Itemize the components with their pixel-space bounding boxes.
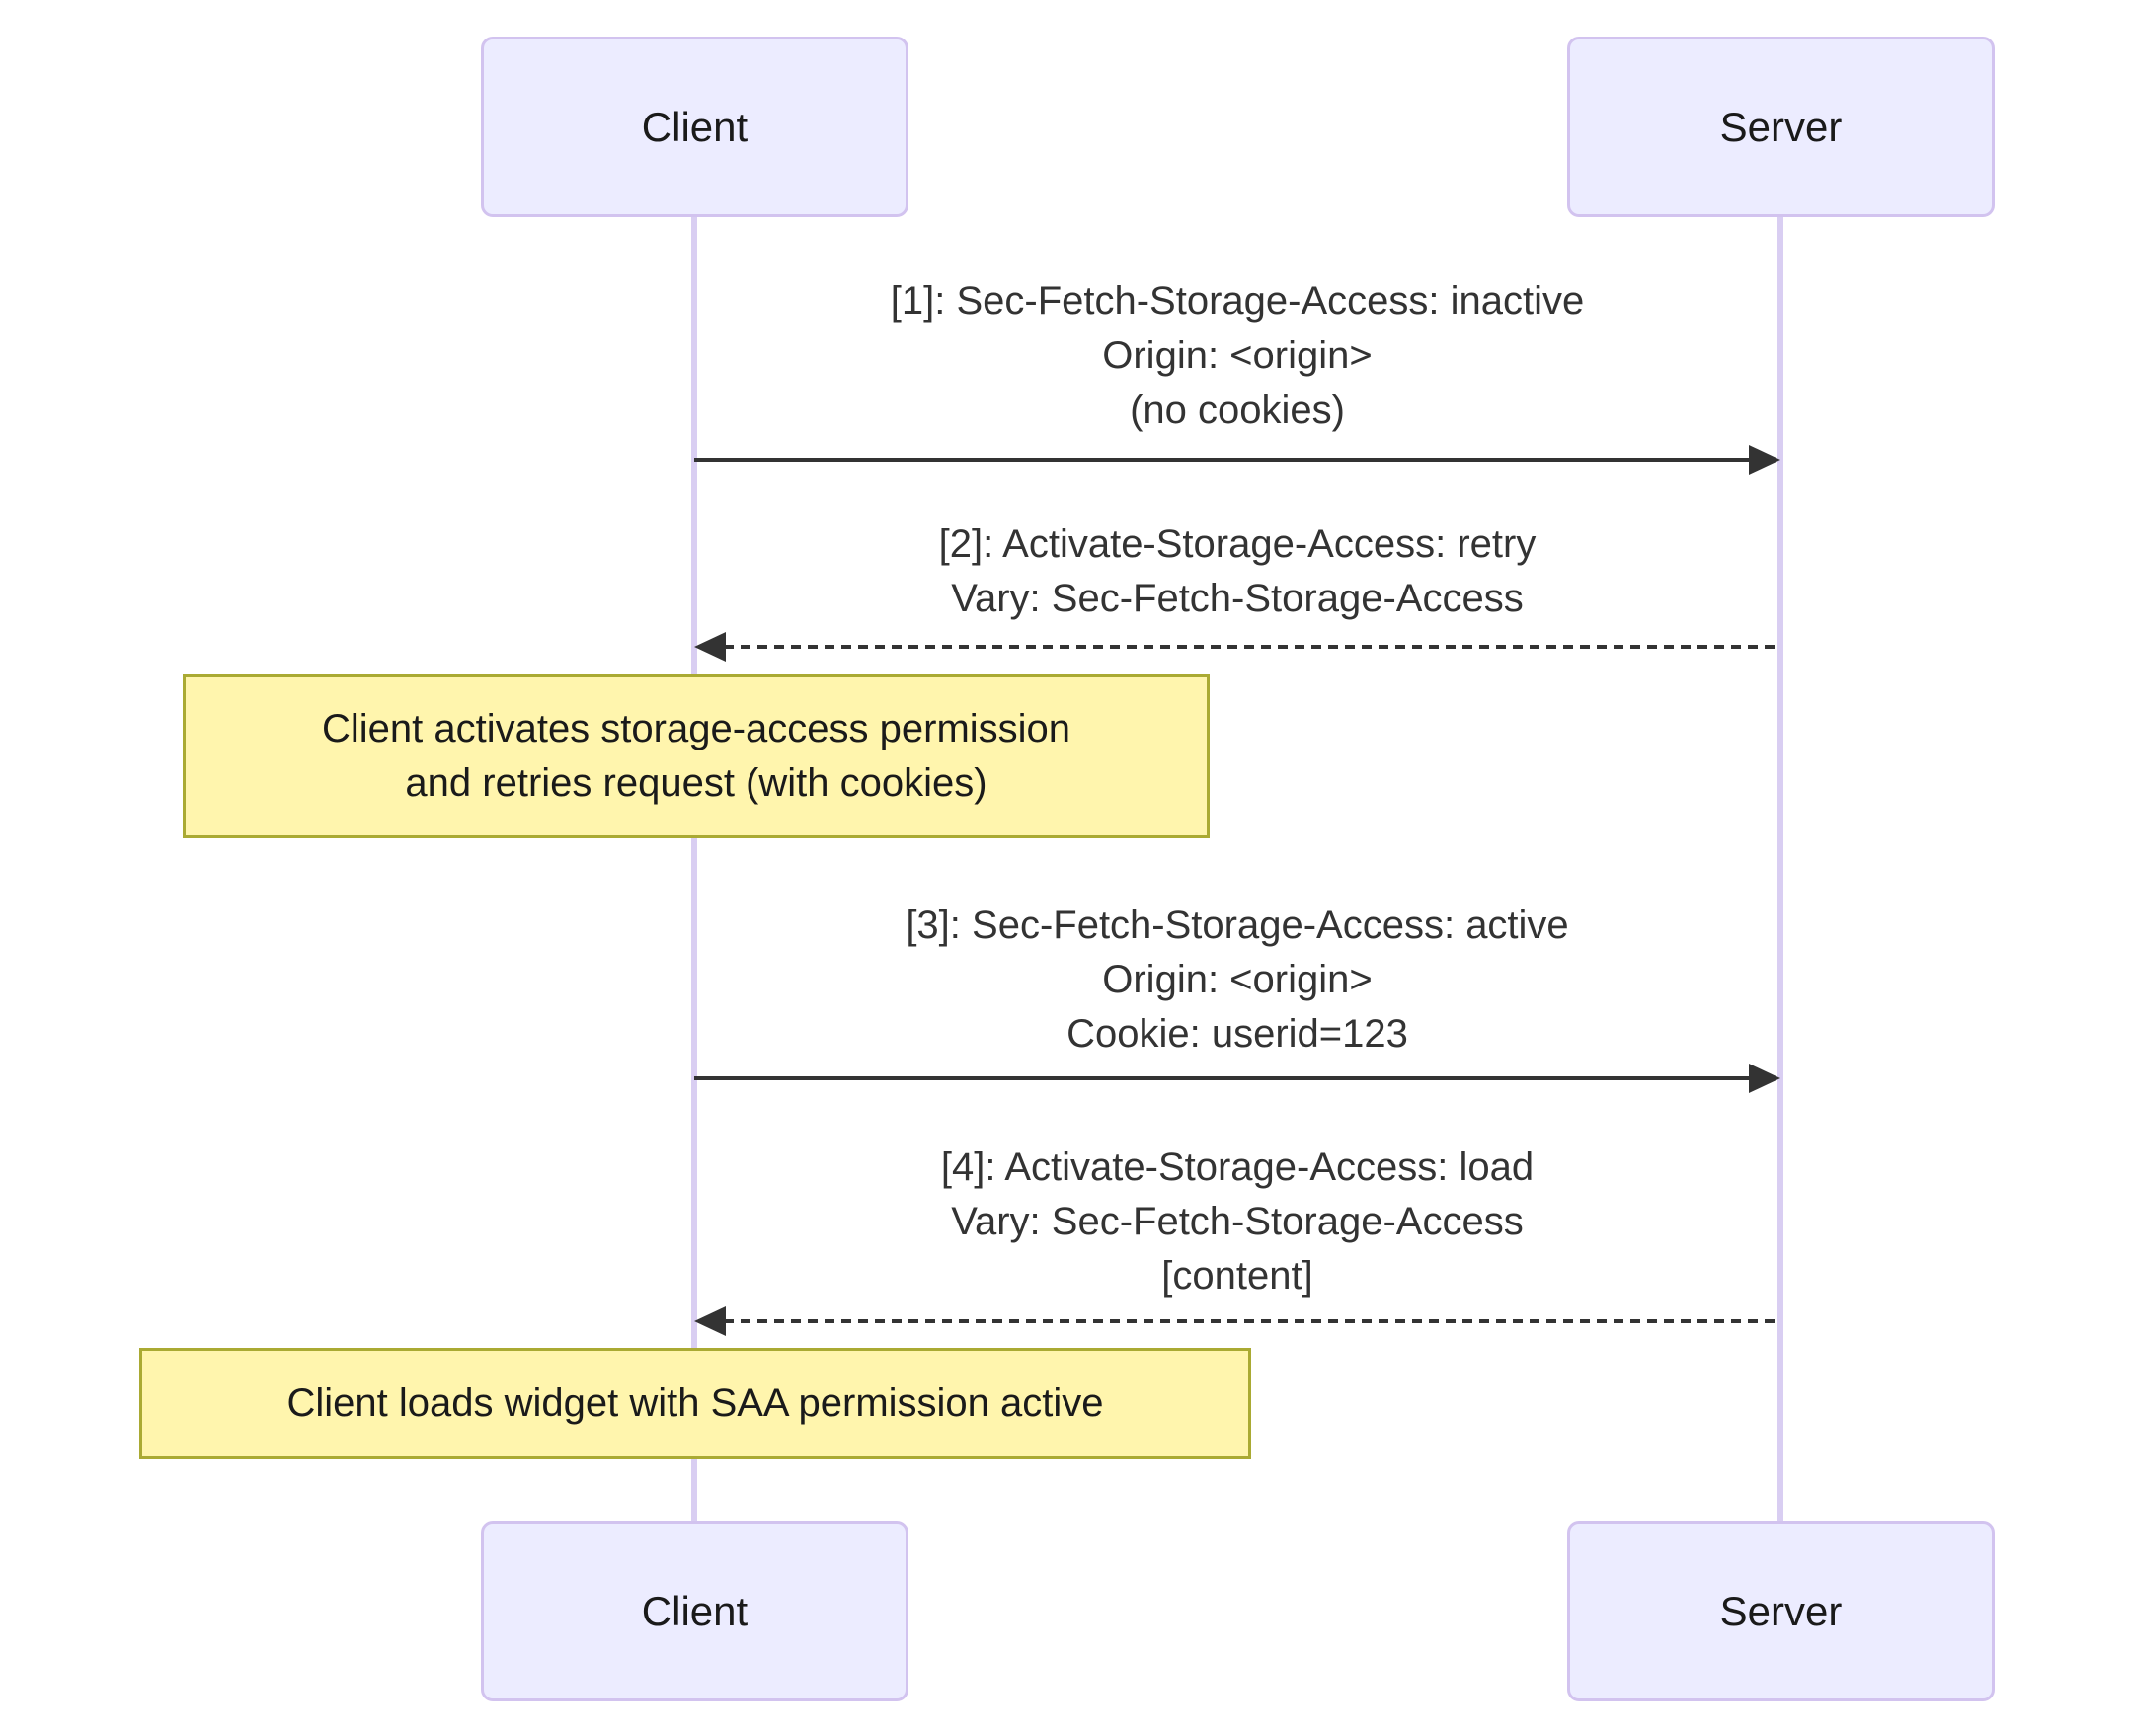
message-1-line-1: [1]: Sec-Fetch-Storage-Access: inactive [890, 279, 1585, 323]
message-1-text: [1]: Sec-Fetch-Storage-Access: inactive … [694, 275, 1780, 437]
message-1-arrow-right-solid [694, 445, 1780, 475]
message-3-line-1: [3]: Sec-Fetch-Storage-Access: active [906, 904, 1569, 947]
message-4-line-2: Vary: Sec-Fetch-Storage-Access [951, 1200, 1524, 1243]
actor-box-server-top: Server [1567, 37, 1995, 217]
message-2-text: [2]: Activate-Storage-Access: retry Vary… [694, 517, 1780, 626]
message-2-arrow-left-dashed [694, 632, 1780, 662]
message-1-line-3: (no cookies) [1130, 388, 1345, 432]
actor-box-client-top: Client [481, 37, 908, 217]
actor-label-client-top: Client [641, 103, 749, 150]
actor-label-server-bottom: Server [1719, 1587, 1843, 1634]
note-2-line-1: Client loads widget with SAA permission … [286, 1381, 1104, 1425]
actor-box-server-bottom: Server [1567, 1521, 1995, 1701]
message-4-text: [4]: Activate-Storage-Access: load Vary:… [694, 1141, 1780, 1303]
note-1-line-2: and retries request (with cookies) [405, 761, 987, 805]
client-lifeline [691, 217, 697, 1521]
note-1-line-1: Client activates storage-access permissi… [321, 707, 1071, 750]
note-client-activates: Client activates storage-access permissi… [183, 674, 1210, 838]
message-3-text: [3]: Sec-Fetch-Storage-Access: active Or… [694, 899, 1780, 1062]
actor-box-client-bottom: Client [481, 1521, 908, 1701]
message-2-line-1: [2]: Activate-Storage-Access: retry [938, 522, 1537, 566]
message-1-line-2: Origin: <origin> [1102, 334, 1373, 377]
server-lifeline [1777, 217, 1783, 1521]
actor-label-server-top: Server [1719, 103, 1843, 150]
note-client-loads-widget: Client loads widget with SAA permission … [139, 1348, 1251, 1459]
message-2-line-2: Vary: Sec-Fetch-Storage-Access [951, 577, 1524, 620]
message-4-line-1: [4]: Activate-Storage-Access: load [940, 1145, 1535, 1189]
message-3-line-3: Cookie: userid=123 [1066, 1012, 1408, 1056]
message-3-arrow-right-solid [694, 1064, 1780, 1093]
message-3-line-2: Origin: <origin> [1102, 958, 1373, 1001]
actor-label-client-bottom: Client [641, 1587, 749, 1634]
message-4-line-3: [content] [1161, 1254, 1313, 1298]
message-4-arrow-left-dashed [694, 1306, 1780, 1336]
